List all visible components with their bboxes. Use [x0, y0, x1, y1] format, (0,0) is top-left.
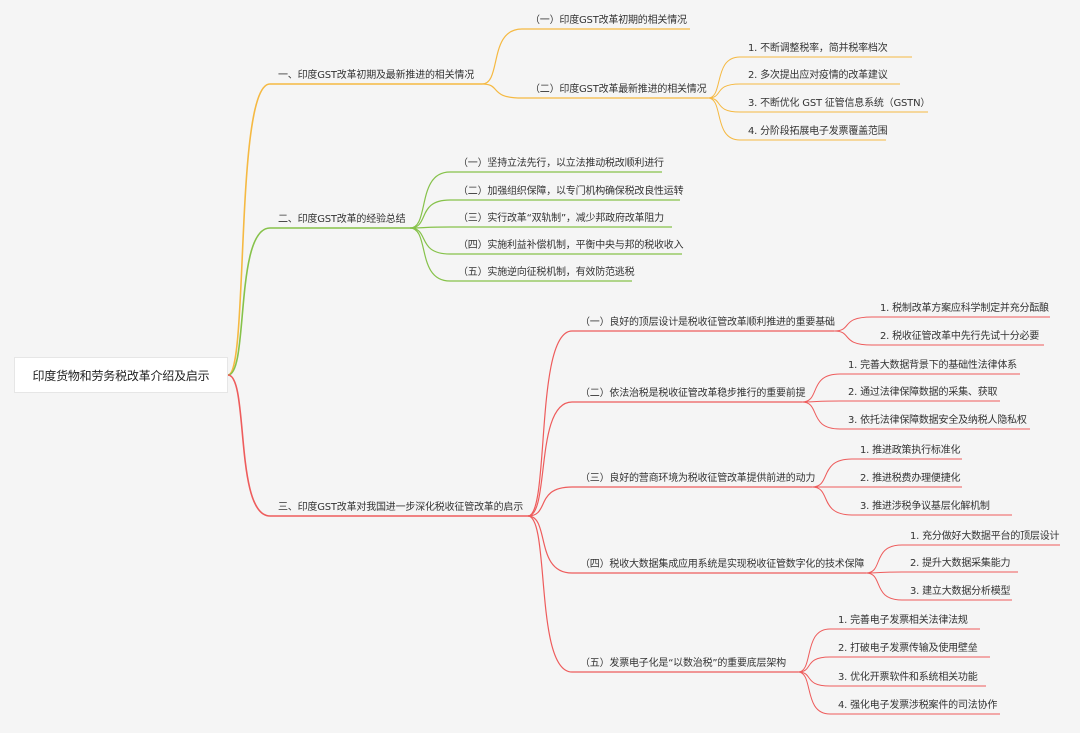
branch-3-child-5-connector [527, 515, 573, 673]
branch-3-child-4-node[interactable]: （四）税收大数据集成应用系统是实现税收征管数字化的技术保障 [580, 559, 865, 570]
branch-3-child-3-leaf-1-node[interactable]: 1. 推进政策执行标准化 [860, 445, 961, 456]
branch-3-child-2-leaf-3-node[interactable]: 3. 依托法律保障数据安全及纳税人隐私权 [848, 415, 1027, 426]
branch-3-child-2-leaf-1-connector [801, 373, 841, 403]
branch-3-child-2-connector [527, 401, 573, 517]
branch-3-child-5-leaf-2-node[interactable]: 2. 打破电子发票传输及使用壁垒 [838, 643, 978, 654]
branch-1-connector [227, 83, 271, 376]
branch-1-child-2-leaf-3-node[interactable]: 3. 不断优化 GST 征管信息系统（GSTN） [748, 98, 931, 109]
root-node-label: 印度货物和劳务税改革介绍及启示 [32, 368, 210, 383]
branch-1-child-2-leaf-1-node[interactable]: 1. 不断调整税率，简并税率档次 [748, 43, 888, 54]
branch-3-child-5-leaf-1-connector [797, 628, 831, 673]
branch-1-node[interactable]: 一、印度GST改革初期及最新推进的相关情况 [278, 70, 475, 81]
branch-3-child-2-leaf-2-connector [801, 400, 841, 403]
branch-3-child-3-leaf-3-connector [811, 486, 853, 516]
branch-2-child-5-connector [409, 227, 451, 282]
branch-2-child-2-node[interactable]: （二）加强组织保障，以专门机构确保税改良性运转 [458, 186, 684, 197]
branch-1-child-2-leaf-2-node[interactable]: 2. 多次提出应对疫情的改革建议 [748, 70, 888, 81]
branch-2-child-1-node[interactable]: （一）坚持立法先行，以立法推动税改顺利进行 [458, 158, 664, 169]
branch-2-child-5-node[interactable]: （五）实施逆向征税机制，有效防范逃税 [458, 267, 635, 278]
branch-1-child-2-connector [481, 83, 523, 99]
branch-1-child-2-leaf-4-node[interactable]: 4. 分阶段拓展电子发票覆盖范围 [748, 126, 888, 137]
branch-2-connector [227, 227, 271, 376]
branch-3-node[interactable]: 三、印度GST改革对我国进一步深化税收征管改革的启示 [278, 502, 524, 513]
branch-3-child-5-node[interactable]: （五）发票电子化是“以数治税”的重要底层架构 [580, 658, 786, 669]
branch-3-child-5-leaf-4-node[interactable]: 4. 强化电子发票涉税案件的司法协作 [838, 700, 998, 711]
branch-3-child-3-leaf-1-connector [811, 458, 853, 488]
branch-3-child-2-leaf-3-connector [801, 401, 841, 430]
branch-3-child-5-leaf-1-node[interactable]: 1. 完善电子发票相关法律法规 [838, 615, 968, 626]
branch-3-child-3-leaf-3-node[interactable]: 3. 推进涉税争议基层化解机制 [860, 501, 990, 512]
branch-3-child-4-connector [527, 515, 573, 574]
branch-2-child-2-connector [409, 199, 451, 229]
branch-3-child-1-leaf-1-connector [833, 316, 873, 332]
branch-1-child-2-leaf-1-connector [707, 56, 741, 99]
branch-1-child-2-leaf-4-connector [707, 97, 741, 141]
branch-3-child-4-leaf-1-connector [865, 544, 903, 574]
branch-2-child-4-node[interactable]: （四）实施利益补偿机制，平衡中央与邦的税收收入 [458, 240, 684, 251]
root-node[interactable]: 印度货物和劳务税改革介绍及启示 [14, 357, 228, 393]
branch-3-child-4-leaf-3-connector [865, 572, 903, 601]
branch-3-child-5-leaf-2-connector [797, 656, 831, 673]
branch-1-child-2-leaf-2-connector [707, 83, 741, 99]
branch-2-node[interactable]: 二、印度GST改革的经验总结 [278, 214, 406, 225]
branch-3-child-4-leaf-3-node[interactable]: 3. 建立大数据分析模型 [910, 586, 1011, 597]
branch-1-child-2-node[interactable]: （二）印度GST改革最新推进的相关情况 [530, 84, 707, 95]
branch-3-child-1-leaf-2-node[interactable]: 2. 税收征管改革中先行先试十分必要 [880, 331, 1040, 342]
branch-3-child-5-leaf-4-connector [797, 671, 831, 715]
branch-3-child-1-connector [527, 330, 573, 517]
branch-3-child-4-leaf-1-node[interactable]: 1. 充分做好大数据平台的顶层设计 [910, 531, 1060, 542]
branch-3-child-3-connector [527, 486, 573, 517]
branch-3-connector [227, 374, 271, 517]
branch-2-child-4-connector [409, 227, 451, 255]
branch-3-child-5-leaf-3-node[interactable]: 3. 优化开票软件和系统相关功能 [838, 672, 978, 683]
branch-2-child-3-connector [409, 226, 451, 229]
branch-3-child-4-leaf-2-node[interactable]: 2. 提升大数据采集能力 [910, 558, 1011, 569]
branch-1-child-1-connector [481, 28, 523, 85]
branch-1-child-1-node[interactable]: （一）印度GST改革初期的相关情况 [530, 15, 687, 26]
branch-3-child-3-leaf-2-node[interactable]: 2. 推进税费办理便捷化 [860, 473, 961, 484]
branch-3-child-2-leaf-1-node[interactable]: 1. 完善大数据背景下的基础性法律体系 [848, 360, 1017, 371]
branch-2-child-3-node[interactable]: （三）实行改革“双轨制”，减少邦政府改革阻力 [458, 213, 664, 224]
branch-3-child-2-leaf-2-node[interactable]: 2. 通过法律保障数据的采集、获取 [848, 387, 998, 398]
branch-3-child-1-leaf-2-connector [833, 330, 873, 346]
branch-3-child-3-node[interactable]: （三）良好的营商环境为税收征管改革提供前进的动力 [580, 473, 816, 484]
branch-3-child-1-leaf-1-node[interactable]: 1. 税制改革方案应科学制定并充分酝酿 [880, 303, 1049, 314]
branch-3-child-2-node[interactable]: （二）依法治税是税收征管改革稳步推行的重要前提 [580, 388, 806, 399]
branch-2-child-1-connector [409, 171, 451, 229]
branch-3-child-1-node[interactable]: （一）良好的顶层设计是税收征管改革顺利推进的重要基础 [580, 317, 835, 328]
